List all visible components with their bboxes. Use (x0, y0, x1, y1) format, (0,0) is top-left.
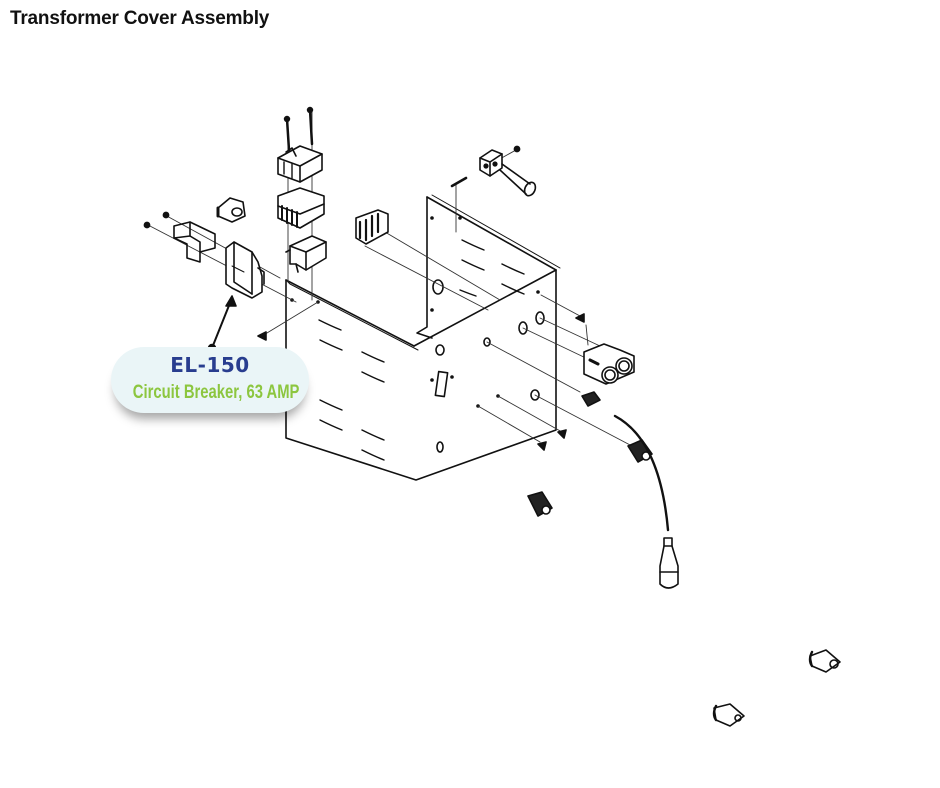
callout-part-number: EL-150 (170, 353, 250, 377)
callout-description: Circuit Breaker, 63 AMP (132, 382, 300, 403)
fuse-holder[interactable] (575, 313, 635, 385)
spare-fuse-2[interactable] (712, 703, 745, 727)
spare-fuse-1[interactable] (808, 649, 841, 673)
sensor-probe[interactable] (613, 414, 679, 589)
heatsink[interactable] (277, 187, 325, 229)
mounting-bracket[interactable] (143, 211, 216, 263)
corner-terminal[interactable] (450, 145, 537, 197)
relay-bracket[interactable] (285, 235, 327, 273)
assembly-guide-lines (147, 111, 633, 447)
callout-leader-arrow (207, 295, 237, 353)
relay-top[interactable] (277, 106, 323, 183)
cable-gland[interactable] (527, 391, 653, 517)
circuit-breaker[interactable] (225, 241, 265, 299)
terminal-block[interactable] (355, 209, 389, 245)
part-callout[interactable]: EL-150 Circuit Breaker, 63 AMP (111, 347, 309, 413)
screw[interactable] (257, 331, 567, 451)
current-sensor[interactable] (216, 197, 246, 223)
enclosure-box[interactable] (285, 194, 561, 481)
page-title: Transformer Cover Assembly (10, 8, 270, 29)
